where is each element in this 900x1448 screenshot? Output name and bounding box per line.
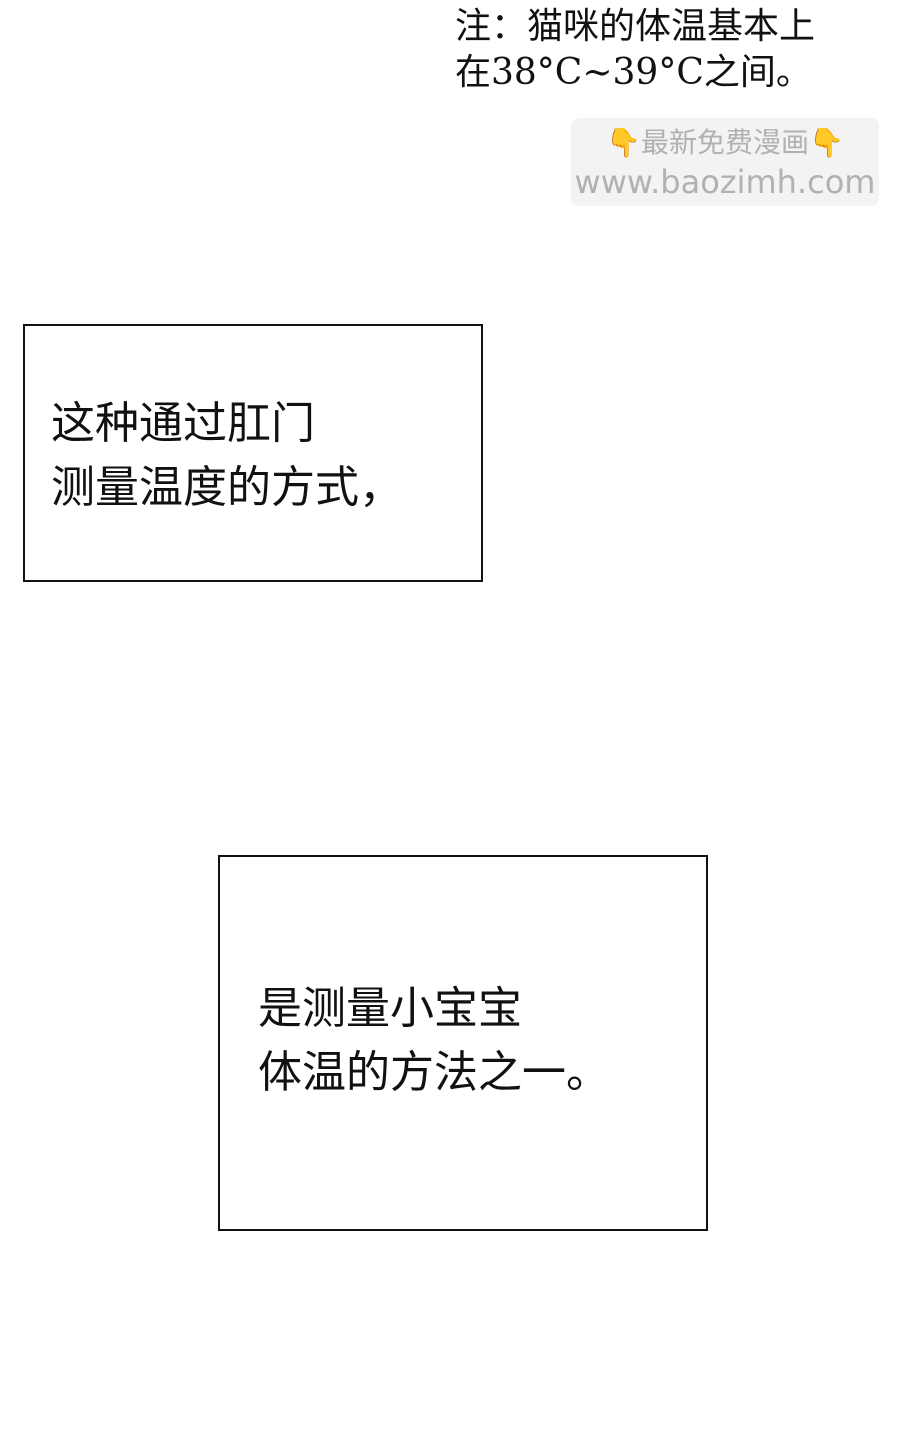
pointing-down-hand-icon: 👇 xyxy=(606,126,641,159)
caption-line: 体温的方法之一。 xyxy=(258,1047,610,1098)
footnote-line: 注：猫咪的体温基本上 xyxy=(455,6,816,47)
footnote: 注：猫咪的体温基本上在38°C~39°C之间。 xyxy=(455,4,815,96)
caption-line: 这种通过肛门 xyxy=(51,398,315,449)
watermark-text: 最新免费漫画 xyxy=(640,126,809,159)
watermark: 👇最新免费漫画👇 www.baozimh.com xyxy=(571,118,879,206)
caption-box: 是测量小宝宝体温的方法之一。 xyxy=(218,855,708,1231)
pointing-down-hand-icon: 👇 xyxy=(809,126,844,159)
watermark-url: www.baozimh.com xyxy=(574,163,876,201)
caption-line: 是测量小宝宝 xyxy=(258,983,522,1034)
caption-line: 测量温度的方式， xyxy=(51,462,403,513)
caption-box: 这种通过肛门测量温度的方式， xyxy=(23,324,483,582)
footnote-line: 在38°C~39°C之间。 xyxy=(455,52,812,93)
